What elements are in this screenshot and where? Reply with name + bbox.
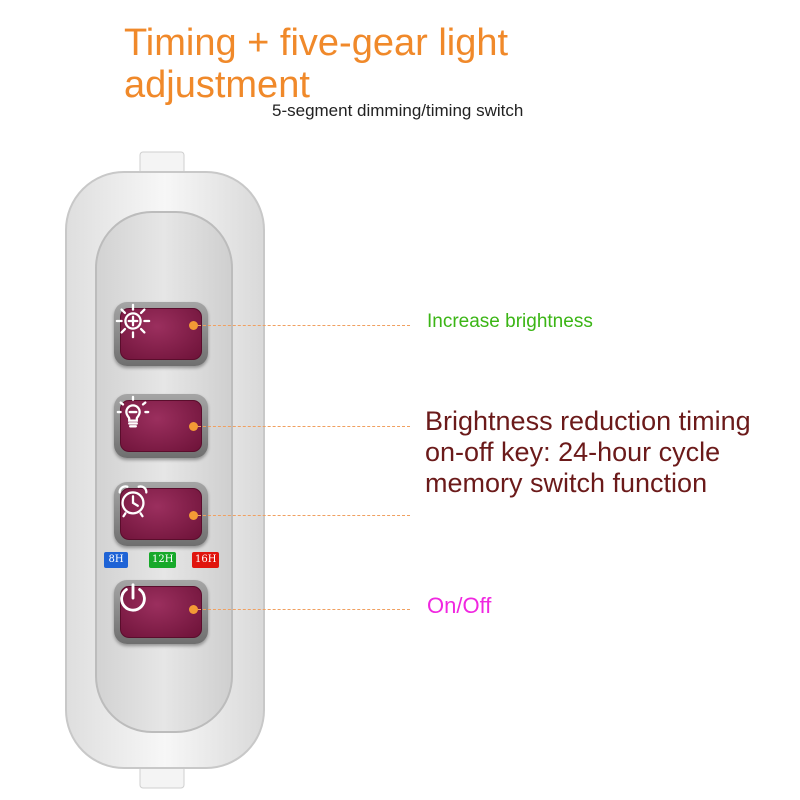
- leader-line-onoff: [198, 609, 410, 610]
- brightness-down-icon: [116, 395, 150, 428]
- page-title: Timing + five-gear light adjustment: [124, 22, 509, 106]
- on-off-label: On/Off: [427, 593, 492, 618]
- callout-dot-increase: [189, 321, 198, 330]
- alarm-clock-icon: [118, 485, 148, 518]
- leader-line-reduction: [198, 426, 410, 427]
- timer-tag-16h: 16H: [192, 552, 220, 568]
- power-button[interactable]: [114, 580, 208, 644]
- increase-brightness-button[interactable]: [114, 302, 208, 366]
- callout-dot-reduction: [189, 422, 198, 431]
- brightness-up-icon: [115, 303, 151, 339]
- brightness-reduction-label: Brightness reduction timing on-off key: …: [425, 406, 751, 498]
- leader-line-timer: [198, 515, 410, 516]
- power-icon: [120, 583, 146, 612]
- increase-brightness-label: Increase brightness: [427, 311, 593, 332]
- callout-dot-onoff: [189, 605, 198, 614]
- inner-panel: [95, 211, 233, 733]
- switch-device: 8H 12H 16H: [60, 150, 270, 790]
- timer-tag-8h: 8H: [104, 552, 128, 568]
- leader-line-increase: [198, 325, 410, 326]
- page-subtitle: 5-segment dimming/timing switch: [272, 101, 524, 120]
- switch-body: [65, 151, 265, 789]
- timer-button[interactable]: [114, 482, 208, 546]
- callout-dot-timer: [189, 511, 198, 520]
- timer-tag-12h: 12H: [149, 552, 177, 568]
